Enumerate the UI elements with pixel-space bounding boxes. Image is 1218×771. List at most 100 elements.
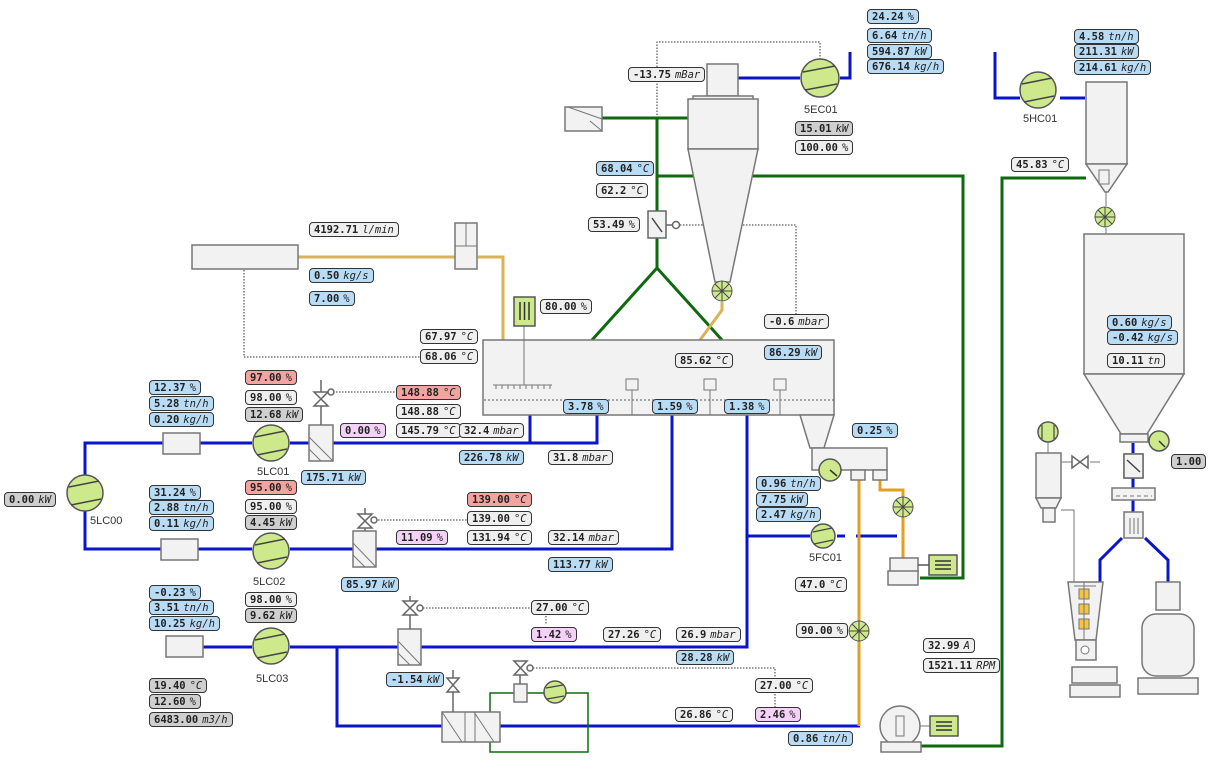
tag-cooler-temp-sp[interactable]: 27.00°C <box>755 678 814 693</box>
tag-rotary-pct[interactable]: 90.00% <box>796 623 848 638</box>
blender-internals <box>1074 582 1096 655</box>
tag-line2-temp-sp[interactable]: 139.00°C <box>467 492 532 507</box>
tag-dryer-zone2[interactable]: 1.59% <box>652 399 698 414</box>
tag-fines-temp[interactable]: 47.0°C <box>795 577 847 592</box>
unit: kg/s <box>1141 317 1167 329</box>
tag-line1-valve[interactable]: 0.00% <box>340 423 386 438</box>
tag-line1-temp-sp[interactable]: 148.88°C <box>396 385 461 400</box>
tag-line3-temp-sp[interactable]: 27.00°C <box>531 600 590 615</box>
tag-line2-valve[interactable]: 11.09% <box>396 530 448 545</box>
value: 19.40 <box>154 680 186 692</box>
tag-heater-temp[interactable]: 45.83°C <box>1011 157 1070 172</box>
tag-cooler-temp-pv[interactable]: 26.86°C <box>675 707 734 722</box>
tag-feed-temp-b[interactable]: 68.06°C <box>420 349 479 364</box>
tag-line1-pump-sp[interactable]: 97.00% <box>245 370 297 385</box>
tag-cyclone-damper[interactable]: 53.49% <box>588 217 640 232</box>
tag-line3-pump-pv[interactable]: 98.00% <box>245 592 297 607</box>
tag-line2-pump-pv[interactable]: 95.00% <box>245 499 297 514</box>
tag-dryer-zone1[interactable]: 3.78% <box>563 399 609 414</box>
value: 1.38 <box>729 401 755 413</box>
tag-feed-pct[interactable]: 7.00% <box>309 291 355 306</box>
value: 676.14 <box>872 61 910 73</box>
unit: °C <box>442 387 456 399</box>
tag-dryer-bed-temp[interactable]: 85.62°C <box>675 353 734 368</box>
tag-ambient-humidity[interactable]: 12.60% <box>149 694 201 709</box>
tag-line2-pump-sp[interactable]: 95.00% <box>245 480 297 495</box>
tag-exhaust-speed[interactable]: 100.00% <box>795 140 854 155</box>
tag-exhaust-out-pct[interactable]: 24.24% <box>867 9 919 24</box>
unit: A <box>963 640 970 652</box>
tag-line1-inlet-pct[interactable]: 12.37% <box>149 380 201 395</box>
tag-dryer-outlet[interactable]: 0.25% <box>852 423 898 438</box>
tag-line2-inlet-pct[interactable]: 31.24% <box>149 485 201 500</box>
tag-line3-temp-pv[interactable]: 27.26°C <box>603 627 662 642</box>
unit: % <box>285 372 292 384</box>
unit: °C <box>442 425 456 437</box>
value: 2.46 <box>760 709 786 721</box>
tag-line1-temp-pv[interactable]: 148.88°C <box>396 404 461 419</box>
unit: l/min <box>362 224 394 236</box>
value: 0.11 <box>154 518 180 530</box>
tag-feed-temp-a[interactable]: 67.97°C <box>420 329 479 344</box>
tag-ambient-temp[interactable]: 19.40°C <box>149 678 208 693</box>
tag-silo-feeder[interactable]: 1.00 <box>1171 454 1207 469</box>
tag-dryer-zone3[interactable]: 1.38% <box>724 399 770 414</box>
tag-cyclone-temp-2[interactable]: 62.2°C <box>596 183 648 198</box>
value: 32.4 <box>464 425 490 437</box>
unit: °C <box>189 680 203 692</box>
tag-line3-valve[interactable]: 1.42% <box>531 627 577 642</box>
value: 86.29 <box>769 347 801 359</box>
value: 95.00 <box>250 501 282 513</box>
tag-agitator-pct[interactable]: 80.00% <box>540 299 592 314</box>
tag-line3-inlet-pct[interactable]: -0.23% <box>149 585 201 600</box>
tag-line2-temp-pv[interactable]: 139.00°C <box>467 511 532 526</box>
tag-cooler-valve[interactable]: 2.46% <box>755 707 801 722</box>
tag-cyclone-temp-in[interactable]: 68.04°C <box>596 161 655 176</box>
tag-line1-pump-pv[interactable]: 98.00% <box>245 390 297 405</box>
tag-line2-temp-out[interactable]: 131.94°C <box>467 530 532 545</box>
tag-line1-temp-out[interactable]: 145.79°C <box>396 423 461 438</box>
